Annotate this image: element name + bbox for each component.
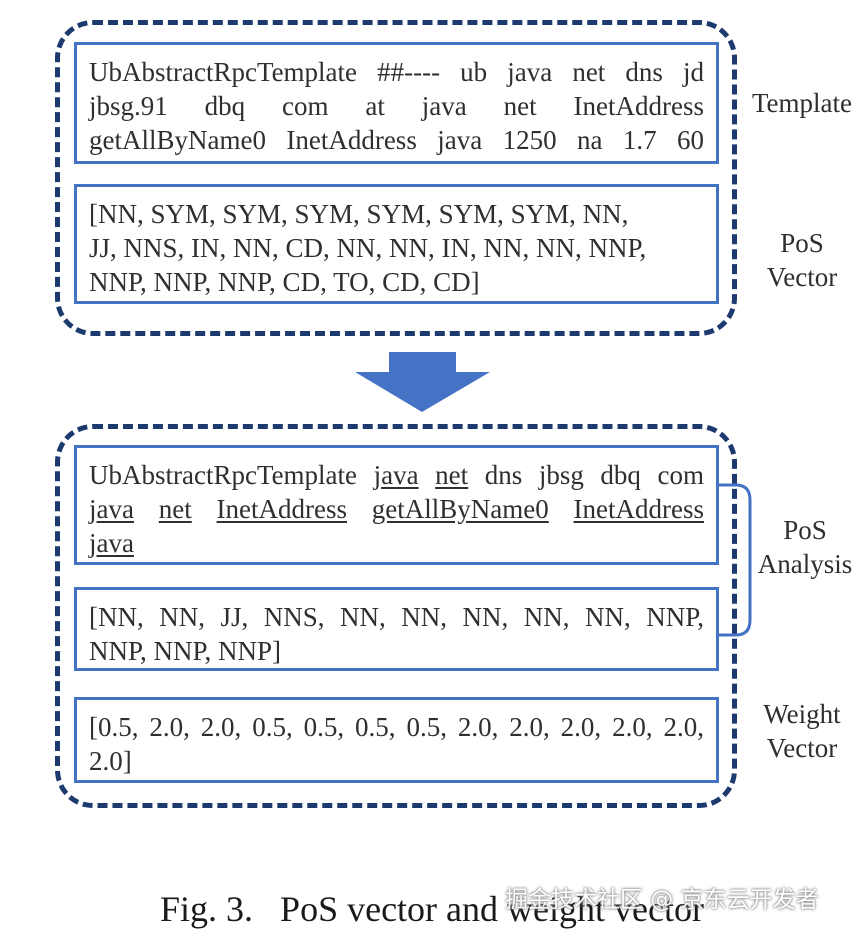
- pos-vector-label-line-2: Vector: [766, 262, 838, 292]
- weight-vector-label-line-2: Vector: [766, 733, 838, 763]
- weight-vector-box: [0.5, 2.0, 2.0, 0.5, 0.5, 0.5, 0.5, 2.0,…: [74, 697, 719, 783]
- weight-vector-label: Weight Vector: [740, 697, 864, 765]
- word-java-1: java: [373, 460, 419, 490]
- word-getallbyname0: getAllByName0: [371, 494, 549, 524]
- pos-vector-label-line-1: PoS: [780, 228, 824, 258]
- weight-vector-label-line-1: Weight: [763, 699, 841, 729]
- weight-vector-line-2: 2.0]: [89, 746, 132, 776]
- word-inetaddress-1: InetAddress: [216, 494, 348, 524]
- figure-caption: Fig. 3. PoS vector and weight vector: [160, 889, 704, 929]
- analysis-template-line-3: java: [89, 526, 704, 560]
- pos-analysis-label-line-2: Analysis: [757, 549, 853, 579]
- analysis-template-line-2: java net InetAddress getAllByName0 InetA…: [89, 492, 704, 526]
- weight-vector-line-1: [0.5, 2.0, 2.0, 0.5, 0.5, 0.5, 0.5, 2.0,…: [89, 712, 704, 742]
- bracket-path: [718, 483, 752, 637]
- template-box: UbAbstractRpcTemplate ##---- ub java net…: [74, 42, 719, 164]
- word-java-3: java: [89, 528, 134, 558]
- template-line-3: getAllByName0 InetAddress java 1250 na 1…: [89, 125, 704, 155]
- down-arrow-icon: [355, 352, 490, 412]
- pos-vector-box: [NN, SYM, SYM, SYM, SYM, SYM, SYM, NN, J…: [74, 184, 719, 304]
- template-line-2: jbsg.91 dbq com at java net InetAddress: [89, 91, 704, 121]
- analysis-pos-line-2: NNP, NNP, NNP]: [89, 636, 282, 666]
- pos-analysis-bracket: [718, 483, 752, 637]
- analysis-pos-line-1: [NN, NN, JJ, NNS, NN, NN, NN, NN, NN, NN…: [89, 602, 704, 632]
- pos-vector-line-3: NNP, NNP, NNP, CD, TO, CD, CD]: [89, 267, 480, 297]
- word-inetaddress-2: InetAddress: [573, 494, 705, 524]
- down-arrow-shape: [355, 352, 490, 412]
- template-line-1: UbAbstractRpcTemplate ##---- ub java net…: [89, 57, 704, 87]
- watermark: 掘金技术社区 @ 京东云开发者: [505, 887, 819, 913]
- pos-analysis-label-line-1: PoS: [783, 515, 827, 545]
- bottom-group: [55, 424, 737, 808]
- word-net-2: net: [158, 494, 192, 524]
- pos-vector-label: PoS Vector: [740, 226, 864, 294]
- template-label: Template: [751, 88, 853, 118]
- word-java-2: java: [89, 494, 134, 524]
- analysis-template-line-1: UbAbstractRpcTemplate java net dns jbsg …: [89, 458, 704, 492]
- word-ubabstractrpctemplate: UbAbstractRpcTemplate: [89, 460, 358, 490]
- word-net-1: net: [435, 460, 469, 490]
- words-dns-jbsg-dbq-com: dns jbsg dbq com: [484, 460, 704, 490]
- pos-analysis-label: PoS Analysis: [746, 513, 864, 581]
- top-group: [55, 20, 737, 336]
- analysis-template-box: UbAbstractRpcTemplate java net dns jbsg …: [74, 445, 719, 565]
- analysis-pos-box: [NN, NN, JJ, NNS, NN, NN, NN, NN, NN, NN…: [74, 587, 719, 671]
- pos-vector-line-2: JJ, NNS, IN, NN, CD, NN, NN, IN, NN, NN,…: [89, 233, 647, 263]
- pos-vector-line-1: [NN, SYM, SYM, SYM, SYM, SYM, SYM, NN,: [89, 199, 629, 229]
